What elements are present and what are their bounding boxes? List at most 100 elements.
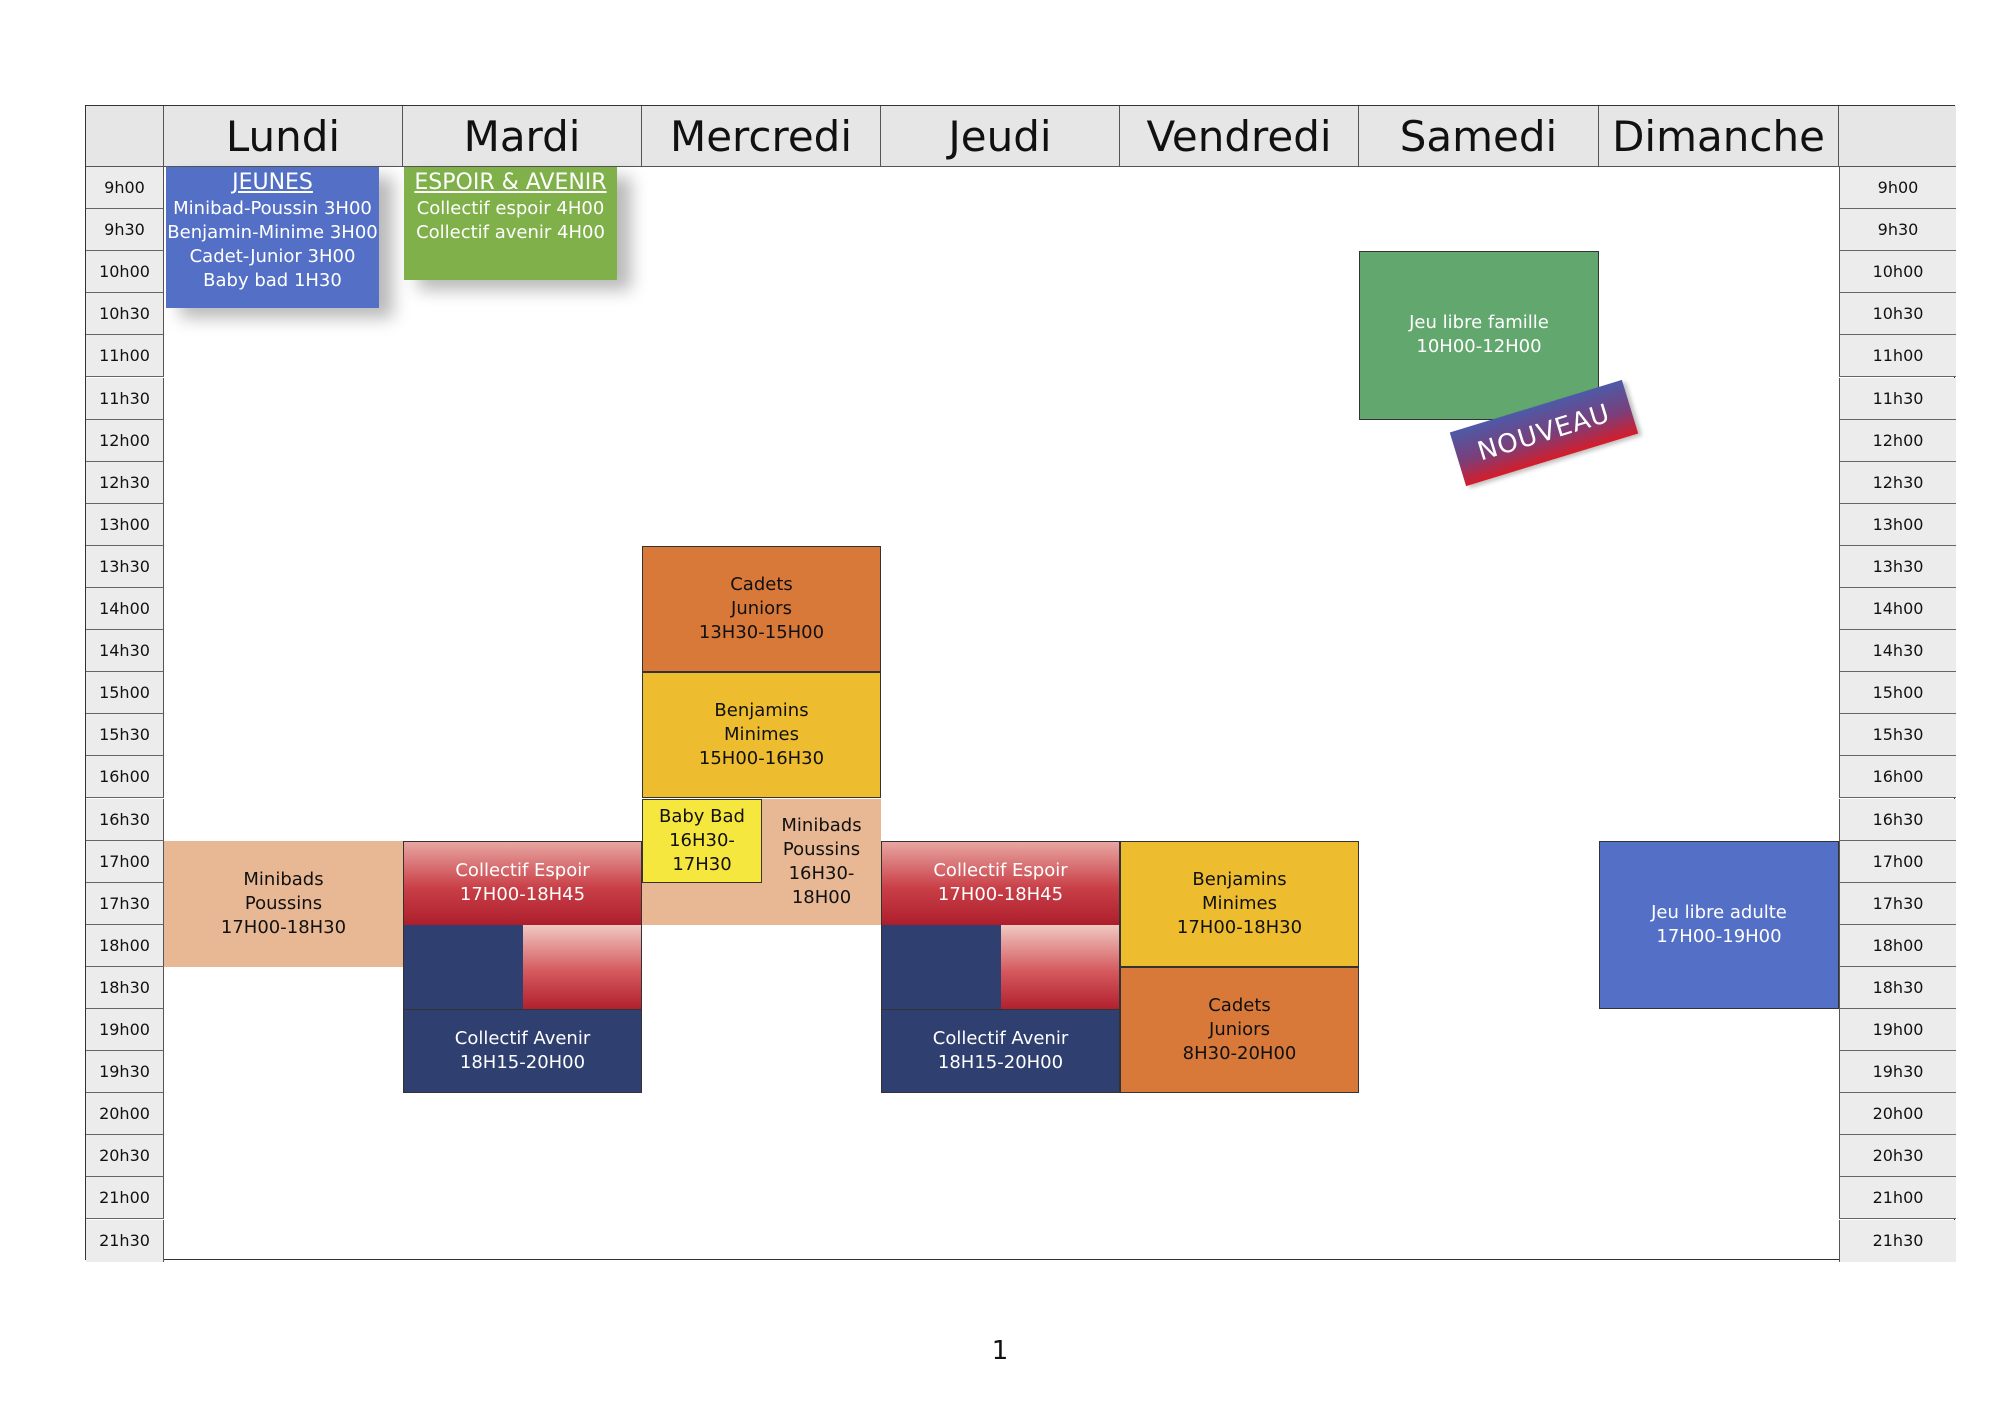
time-label-left: 20h00 — [86, 1093, 164, 1136]
time-label-left: 21h30 — [86, 1219, 164, 1262]
session-mardi-espoir-overlap — [523, 924, 642, 1009]
time-label-left: 17h00 — [86, 840, 164, 883]
time-label-right: 14h30 — [1839, 630, 1956, 673]
session-vendredi-cadets: Cadets Juniors 8H30-20H00 — [1120, 966, 1359, 1094]
session-line: Poussins — [244, 892, 323, 914]
session-line: Collectif Avenir — [932, 1028, 1069, 1050]
session-mercredi-minibads: Minibads Poussins 16H30-18H00 — [762, 798, 881, 925]
session-mardi-avenir-overlap — [403, 924, 523, 1009]
time-label-right: 11h00 — [1839, 335, 1956, 378]
session-mardi-espoir: Collectif Espoir 17H00-18H45 — [403, 840, 642, 925]
session-line: 17H00-18H45 — [937, 884, 1064, 906]
session-mercredi-babybad: Baby Bad 16H30-17H30 — [642, 798, 762, 883]
day-header-samedi: Samedi — [1359, 106, 1599, 167]
summary-espoir-avenir: ESPOIR & AVENIR Collectif espoir 4H00 Co… — [404, 167, 617, 280]
time-label-right: 18h00 — [1839, 924, 1956, 967]
time-label-right: 9h30 — [1839, 209, 1956, 252]
time-label-right: 18h30 — [1839, 966, 1956, 1009]
session-line: Juniors — [731, 598, 792, 620]
summary-espoir-title: ESPOIR & AVENIR — [414, 170, 607, 195]
day-header-vendredi: Vendredi — [1120, 106, 1359, 167]
session-line: Cadets — [730, 574, 793, 596]
session-line: 16H30-18H00 — [788, 862, 855, 908]
session-line: 18H15-20H00 — [937, 1052, 1064, 1074]
session-line: Juniors — [1209, 1019, 1270, 1041]
time-label-right: 10h00 — [1839, 251, 1956, 294]
time-label-right: 19h00 — [1839, 1009, 1956, 1052]
time-label-right: 12h00 — [1839, 419, 1956, 462]
session-dimanche-adulte: Jeu libre adulte 17H00-19H00 — [1599, 840, 1839, 1009]
summary-jeunes-line: Minibad-Poussin 3H00 — [173, 198, 372, 219]
summary-jeunes-line: Cadet-Junior 3H00 — [189, 246, 356, 267]
session-jeudi-avenir: Collectif Avenir 18H15-20H00 — [881, 1009, 1120, 1094]
time-label-left: 18h00 — [86, 924, 164, 967]
time-label-right: 17h00 — [1839, 840, 1956, 883]
session-line: Jeu libre adulte — [1651, 901, 1787, 923]
session-line: 17H00-19H00 — [1656, 925, 1782, 947]
time-label-left: 16h00 — [86, 756, 164, 799]
session-mercredi-benjamins: Benjamins Minimes 15H00-16H30 — [642, 672, 881, 799]
session-mardi-avenir: Collectif Avenir 18H15-20H00 — [403, 1009, 642, 1094]
time-label-right: 16h30 — [1839, 798, 1956, 841]
session-jeudi-espoir: Collectif Espoir 17H00-18H45 — [881, 840, 1120, 925]
time-label-right: 12h30 — [1839, 461, 1956, 504]
time-label-right: 14h00 — [1839, 588, 1956, 631]
session-line: Poussins — [782, 838, 861, 860]
session-line: 16H30-17H30 — [669, 829, 735, 875]
time-label-left: 11h30 — [86, 377, 164, 420]
header-corner-left — [86, 106, 164, 167]
time-label-right: 20h30 — [1839, 1135, 1956, 1178]
session-line: 17H00-18H45 — [459, 884, 586, 906]
session-samedi-famille: Jeu libre famille 10H00-12H00 — [1359, 251, 1599, 420]
time-label-left: 18h30 — [86, 966, 164, 1009]
time-label-right: 17h30 — [1839, 882, 1956, 925]
time-label-left: 9h00 — [86, 167, 164, 210]
time-label-left: 11h00 — [86, 335, 164, 378]
time-label-left: 10h00 — [86, 251, 164, 294]
session-line: 13H30-15H00 — [698, 622, 825, 644]
time-label-right: 19h30 — [1839, 1051, 1956, 1094]
time-label-right: 20h00 — [1839, 1093, 1956, 1136]
summary-jeunes: JEUNES Minibad-Poussin 3H00 Benjamin-Min… — [166, 167, 379, 308]
time-label-right: 13h00 — [1839, 503, 1956, 546]
time-label-left: 10h30 — [86, 293, 164, 336]
time-label-right: 11h30 — [1839, 377, 1956, 420]
session-jeudi-espoir-overlap — [1001, 924, 1120, 1009]
session-line: 17H00-18H30 — [220, 916, 347, 938]
session-jeudi-avenir-overlap — [881, 924, 1001, 1009]
time-label-left: 13h30 — [86, 545, 164, 588]
summary-espoir-line: Collectif espoir 4H00 — [416, 198, 605, 219]
time-label-left: 21h00 — [86, 1177, 164, 1220]
day-header-jeudi: Jeudi — [881, 106, 1120, 167]
summary-espoir-line: Collectif avenir 4H00 — [416, 222, 605, 243]
session-line: Minimes — [1202, 892, 1277, 914]
time-label-left: 9h30 — [86, 209, 164, 252]
time-label-right: 15h30 — [1839, 714, 1956, 757]
session-line: Minibads — [781, 814, 862, 836]
day-header-mercredi: Mercredi — [642, 106, 881, 167]
time-label-left: 14h00 — [86, 588, 164, 631]
time-label-right: 10h30 — [1839, 293, 1956, 336]
session-vendredi-benjamins: Benjamins Minimes 17H00-18H30 — [1120, 840, 1359, 967]
session-lundi-minibads: Minibads Poussins 17H00-18H30 — [164, 840, 403, 967]
session-line: Benjamins — [1192, 868, 1287, 890]
time-label-right: 9h00 — [1839, 167, 1956, 210]
day-header-dimanche: Dimanche — [1599, 106, 1839, 167]
time-label-right: 16h00 — [1839, 756, 1956, 799]
time-label-left: 16h30 — [86, 798, 164, 841]
time-label-left: 12h30 — [86, 461, 164, 504]
header-corner-right — [1839, 106, 1956, 167]
summary-jeunes-line: Baby bad 1H30 — [203, 270, 342, 291]
session-line: Minibads — [243, 868, 324, 890]
session-line: 10H00-12H00 — [1416, 336, 1542, 358]
day-header-lundi: Lundi — [164, 106, 403, 167]
session-line: Collectif Avenir — [454, 1028, 591, 1050]
session-line: Minimes — [724, 724, 799, 746]
session-line: 8H30-20H00 — [1182, 1043, 1297, 1065]
time-label-left: 14h30 — [86, 630, 164, 673]
time-label-left: 20h30 — [86, 1135, 164, 1178]
time-label-left: 15h00 — [86, 672, 164, 715]
time-label-right: 13h30 — [1839, 545, 1956, 588]
time-label-left: 15h30 — [86, 714, 164, 757]
time-label-right: 21h30 — [1839, 1219, 1956, 1262]
